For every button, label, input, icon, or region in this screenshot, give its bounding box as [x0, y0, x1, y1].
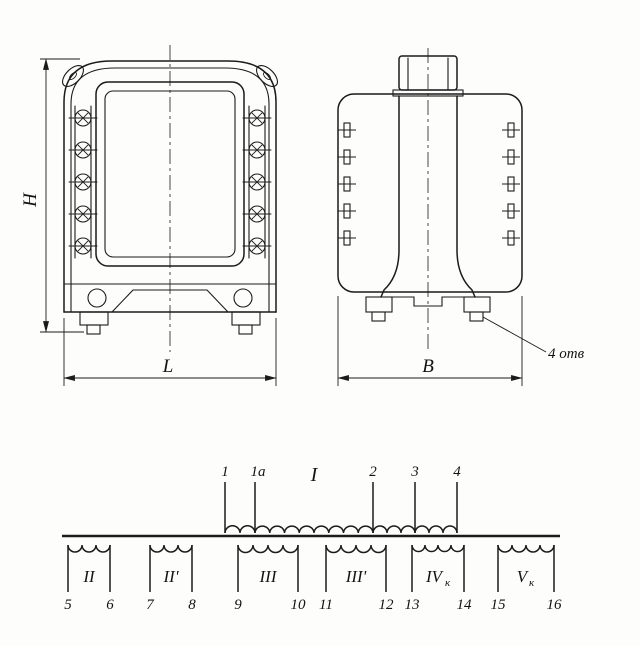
terminal-label: 1а — [251, 464, 266, 480]
bolt-icon — [68, 237, 98, 255]
terminal-label: 16 — [547, 597, 563, 613]
pin-icon — [337, 203, 357, 219]
side-foot-right — [463, 296, 491, 313]
winding-label: II — [82, 567, 96, 586]
secondary-winding-coil — [67, 544, 111, 553]
secondary-winding-coil — [497, 544, 555, 553]
terminal-label: 2 — [369, 464, 377, 480]
winding-label-subscript: к — [529, 577, 535, 589]
side-foot-tab-right — [469, 311, 484, 322]
side-view: B 4 отв — [337, 48, 585, 386]
bolt-icon — [242, 141, 272, 159]
winding-label: IV — [425, 567, 445, 586]
bolt-icon — [242, 173, 272, 191]
bobbin-window-outer — [95, 81, 245, 267]
terminal-label: 14 — [457, 597, 473, 613]
foot-tab-right — [238, 324, 253, 335]
winding-label-subscript: к — [445, 577, 451, 589]
pin-icon — [337, 230, 357, 246]
front-inner-band — [70, 67, 270, 313]
coil-edge-right — [456, 95, 476, 298]
dim-label-L: L — [162, 356, 174, 377]
pin-icon — [501, 203, 521, 219]
pin-icon — [501, 122, 521, 138]
secondary-winding-coil — [149, 544, 193, 553]
terminal-label: 5 — [64, 597, 72, 613]
side-foot-tab-left — [371, 311, 386, 322]
coil-bottom-notch — [391, 296, 465, 307]
mount-hole-right — [233, 288, 253, 308]
leader-line — [482, 316, 547, 353]
primary-winding-coil — [224, 525, 458, 534]
pin-icon — [501, 149, 521, 165]
winding-label: V — [517, 567, 530, 586]
side-foot-left — [365, 296, 393, 313]
pin-icon — [337, 122, 357, 138]
secondary-winding-coil — [325, 544, 387, 554]
mount-hole-left — [87, 288, 107, 308]
winding-label: II' — [163, 567, 179, 586]
core-body — [337, 93, 523, 293]
dim-label-B: B — [422, 356, 434, 377]
terminal-label: 6 — [106, 597, 114, 613]
pin-icon — [501, 230, 521, 246]
holes-label: 4 отв — [548, 346, 585, 362]
secondary-winding-coil — [237, 544, 299, 554]
terminal-label: 10 — [291, 597, 307, 613]
foot-right — [231, 311, 261, 326]
bolt-icon — [68, 109, 98, 127]
foot-tab-left — [86, 324, 101, 335]
terminal-label: 9 — [234, 597, 242, 613]
bolt-icon — [68, 205, 98, 223]
terminal-label: 15 — [491, 597, 507, 613]
bobbin-window-inner — [104, 90, 236, 258]
terminal-label: 7 — [146, 597, 155, 613]
pin-icon — [337, 149, 357, 165]
winding-label-primary: I — [310, 464, 319, 486]
terminal-label: 13 — [405, 597, 420, 613]
pin-icon — [501, 176, 521, 192]
winding-schematic: 1 1а 2 3 4 I II 5 6 II' 7 8 III 9 10 III… — [62, 464, 562, 613]
bolt-icon — [68, 173, 98, 191]
bolt-icon — [242, 205, 272, 223]
coil-collar — [392, 89, 464, 97]
strap-loop-right-icon — [256, 65, 278, 87]
front-outer-band — [63, 60, 277, 313]
winding-label: III — [259, 567, 278, 586]
winding-label: III' — [345, 567, 367, 586]
terminal-label: 4 — [453, 464, 461, 480]
bolt-icon — [242, 237, 272, 255]
bolt-icon — [68, 141, 98, 159]
secondary-winding-coil — [411, 544, 465, 553]
terminal-label: 1 — [221, 464, 229, 480]
coil-edge-left — [380, 95, 400, 298]
terminal-label: 8 — [188, 597, 196, 613]
dim-label-H: H — [20, 192, 41, 208]
strap-loop-left-icon — [62, 65, 84, 87]
terminal-label: 12 — [379, 597, 395, 613]
foot-left — [79, 311, 109, 326]
front-view: H L — [20, 45, 278, 386]
terminal-label: 11 — [319, 597, 333, 613]
terminal-label: 3 — [410, 464, 419, 480]
base-bracket — [111, 289, 229, 313]
bolt-icon — [242, 109, 272, 127]
pin-icon — [337, 176, 357, 192]
